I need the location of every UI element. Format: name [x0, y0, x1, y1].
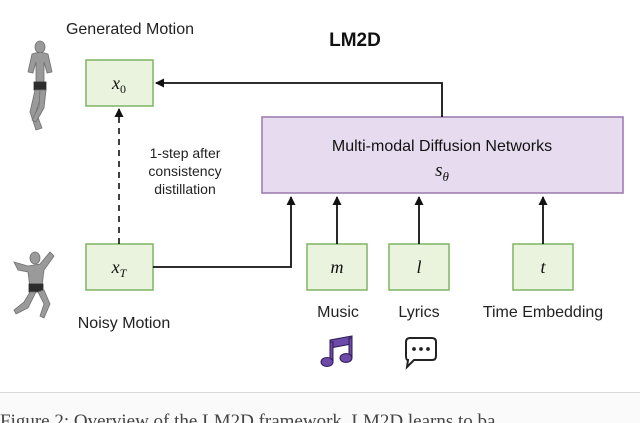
figure-caption-text: Figure 2: Overview of the LM2D framework…: [0, 411, 496, 423]
generated-motion-label: Generated Motion: [66, 21, 194, 38]
music-label: Music: [317, 304, 359, 321]
lyrics-node: l: [388, 243, 450, 291]
music-node: m: [306, 243, 368, 291]
svg-text:sθ: sθ: [435, 160, 449, 184]
lyrics-label: Lyrics: [398, 304, 439, 321]
xT-node-subscript: T: [120, 266, 128, 280]
time-node: t: [512, 243, 574, 291]
step-label-line2: consistency: [148, 163, 221, 179]
network-label: Multi-modal Diffusion Networks: [332, 138, 552, 155]
human-figure-icon: [27, 40, 53, 131]
x0-node-base: x: [111, 73, 120, 93]
x0-node: x0: [85, 59, 154, 107]
chat-bubble-icon: [405, 337, 437, 370]
figure-caption: Figure 2: Overview of the LM2D framework…: [0, 392, 640, 423]
step-label-line1: 1-step after: [150, 145, 221, 161]
xT-node: xT: [85, 243, 154, 291]
svg-text:x0: x0: [111, 73, 126, 96]
diffusion-network-box: Multi-modal Diffusion Networks sθ: [261, 116, 624, 194]
diagram-title: LM2D: [329, 30, 381, 51]
svg-text:xT: xT: [111, 257, 128, 280]
network-subscript: θ: [443, 169, 450, 184]
network-symbol: s: [435, 160, 442, 181]
human-figure-icon: [13, 251, 55, 319]
lyrics-node-symbol: l: [416, 257, 421, 277]
step-label-line3: distillation: [154, 181, 215, 197]
time-embedding-label: Time Embedding: [483, 304, 603, 321]
time-node-symbol: t: [540, 257, 546, 277]
xT-node-base: x: [111, 257, 120, 277]
x0-node-subscript: 0: [120, 82, 126, 96]
noisy-input-arrow: [153, 196, 296, 268]
lm2d-diagram: LM2D Generated Motion x0 xT Noisy Motion…: [13, 21, 624, 370]
music-node-symbol: m: [331, 257, 344, 277]
noisy-motion-label: Noisy Motion: [78, 315, 170, 332]
output-arrow: [155, 78, 443, 117]
music-note-icon: [320, 335, 353, 367]
